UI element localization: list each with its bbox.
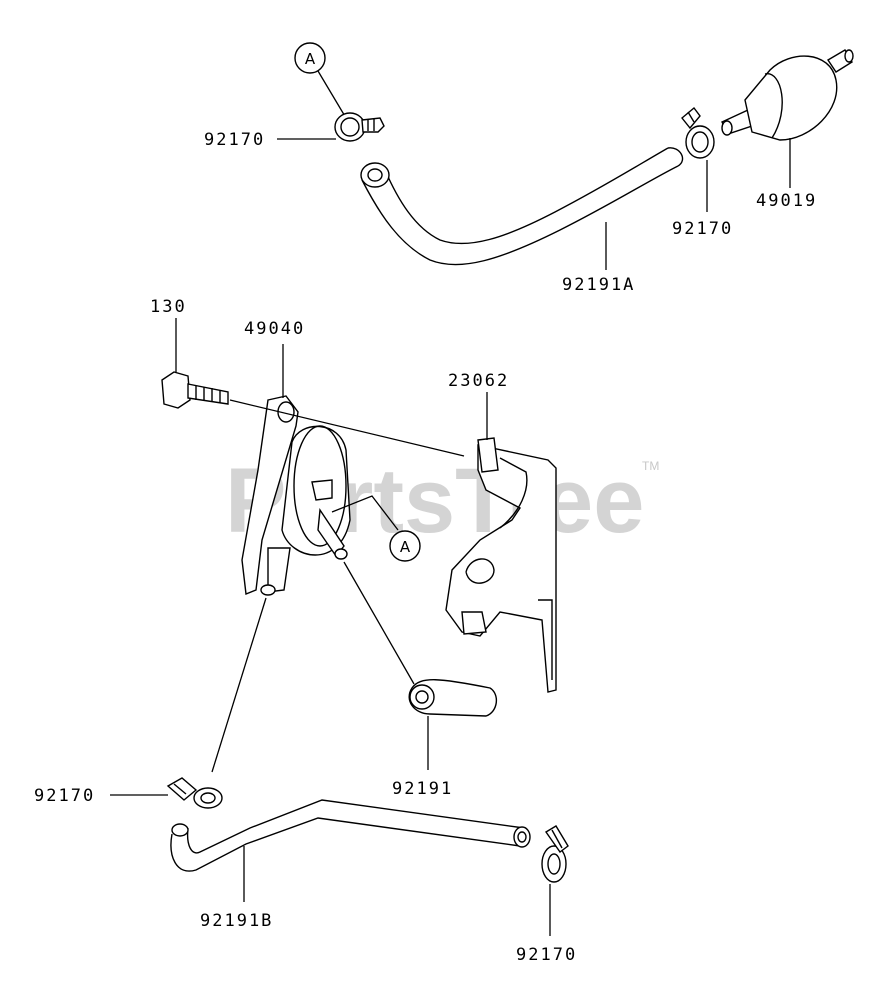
label-49019: 49019: [756, 191, 817, 211]
clamp-bottom-left[interactable]: [166, 777, 223, 809]
label-92191b: 92191B: [200, 911, 273, 931]
label-92191: 92191: [392, 779, 453, 799]
label-130: 130: [150, 297, 187, 317]
bracket-23062[interactable]: [445, 437, 557, 693]
svg-text:A: A: [400, 538, 411, 556]
hose-92191b[interactable]: [170, 799, 531, 872]
label-92170-bottom-right: 92170: [516, 945, 577, 965]
fuel-pump-49040[interactable]: [241, 395, 351, 596]
bolt-130[interactable]: [161, 371, 229, 409]
svg-text:A: A: [305, 50, 316, 68]
hose-92191a[interactable]: [360, 147, 684, 266]
clamp-top-left[interactable]: [334, 112, 385, 142]
callout-a-top: A: [294, 42, 347, 119]
clamp-bottom-right[interactable]: [541, 825, 569, 883]
assembly-line-92191b: [211, 597, 267, 773]
watermark-trademark: TM: [642, 459, 659, 473]
assembly-line-92191: [343, 561, 415, 685]
callout-a-pump: A: [331, 495, 421, 562]
label-23062: 23062: [448, 371, 509, 391]
assembly-line-bolt: [229, 399, 465, 457]
hose-92191[interactable]: [408, 679, 497, 717]
label-92170-bottom-left: 92170: [34, 786, 95, 806]
label-92170-top-left: 92170: [204, 130, 265, 150]
fuel-filter-49019[interactable]: [721, 49, 854, 141]
clamp-top-right[interactable]: [681, 106, 715, 159]
label-92170-top-right: 92170: [672, 219, 733, 239]
label-92191a: 92191A: [562, 275, 635, 295]
label-49040: 49040: [244, 319, 305, 339]
